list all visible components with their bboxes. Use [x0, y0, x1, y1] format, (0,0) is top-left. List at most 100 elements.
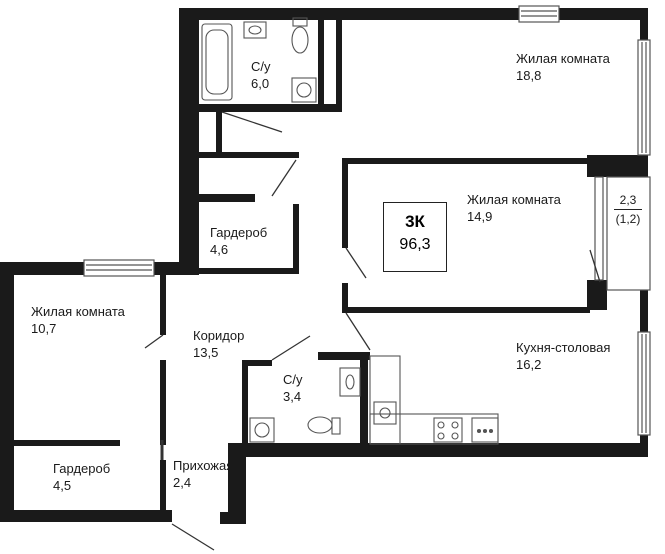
room-label-wardrobe1: Гардероб 4,6: [210, 224, 267, 258]
door-living3: [144, 334, 164, 349]
wall-exterior-left: [0, 262, 14, 520]
wall-bath2-top: [318, 352, 370, 360]
cooktop: [433, 417, 463, 443]
room-name: Гардероб: [210, 225, 268, 240]
apartment-type: 3К: [405, 212, 425, 231]
wall-right-lower: [640, 435, 648, 457]
room-label-kitchen: Кухня-столовая 16,2: [516, 339, 610, 373]
wall-left-wing-top: [0, 262, 85, 275]
wall-bath-right-outer: [336, 8, 342, 108]
wall-exterior-top: [179, 8, 519, 20]
room-area: 2,4: [173, 475, 192, 490]
balcony-label: 2,3 (1,2): [610, 192, 646, 227]
wall-hall-left: [160, 360, 166, 445]
door-kitchen: [345, 312, 371, 351]
wall-wardrobe1-right: [293, 204, 299, 274]
wall-right-pier-1: [587, 155, 648, 177]
wall-wardrobe2-top: [14, 440, 120, 446]
balcony-door: [594, 176, 604, 281]
wall-bath-top: [318, 8, 342, 18]
wall-living2-left: [342, 158, 348, 248]
wall-exterior-top-right: [558, 8, 648, 20]
room-area: 10,7: [31, 321, 57, 336]
wall-bath2-right: [360, 352, 368, 448]
room-label-living1: Жилая комната 18,8: [516, 50, 610, 84]
room-area: 4,5: [53, 478, 72, 493]
bathtub-inner: [205, 29, 229, 95]
room-label-bath2: С/у 3,4: [283, 371, 303, 405]
wall-living2-top: [342, 158, 590, 164]
wall-left-wing-top-right: [153, 262, 199, 275]
room-area: 16,2: [516, 357, 542, 372]
apartment-badge: 3К 96,3: [383, 202, 447, 272]
washer-bath1: [291, 77, 317, 103]
doors: [144, 111, 601, 551]
fixtures: [201, 17, 499, 445]
room-area: 6,0: [251, 76, 270, 91]
room-name: Жилая комната: [516, 51, 610, 66]
balcony-outline: [606, 176, 651, 291]
room-area: 14,9: [467, 209, 493, 224]
door-balcony: [589, 249, 601, 283]
toilet-tank-bath1: [292, 17, 308, 27]
door-entrance: [171, 523, 215, 551]
wall-right-upper: [640, 8, 648, 40]
wall-living3-right: [160, 275, 166, 335]
room-area: 4,6: [210, 242, 229, 257]
wall-hall-left-lower: [160, 460, 166, 522]
wall-wardrobe-door-jamb: [216, 112, 222, 152]
washer-bath2: [249, 417, 275, 443]
walls: [0, 8, 648, 524]
toilet-bath2: [307, 416, 333, 434]
wall-wardrobe1-top: [199, 194, 255, 202]
room-area: 3,4: [283, 389, 302, 404]
room-label-wardrobe2: Гардероб 4,5: [53, 460, 110, 494]
room-label-living3: Жилая комната 10,7: [31, 303, 125, 337]
room-label-living2: Жилая комната 14,9: [467, 191, 561, 225]
room-name: Кухня-столовая: [516, 340, 611, 355]
wall-wardrobe1-bottom: [199, 268, 299, 274]
window-living1: [637, 39, 651, 156]
room-area: 13,5: [193, 345, 219, 360]
kitchen-counter-left: [369, 355, 401, 445]
wall-bath-bottom: [199, 104, 342, 112]
door-living2: [345, 247, 367, 279]
wall-corridor-top: [199, 152, 299, 158]
wall-exterior-bottom-right: [242, 443, 642, 457]
wall-exterior-left-upper: [179, 8, 199, 272]
window-top: [518, 5, 560, 23]
balcony-area-reduced: (1,2): [615, 212, 641, 226]
room-name: Прихожая: [173, 458, 234, 473]
bathtub: [201, 23, 233, 101]
sink-bath2: [339, 367, 361, 397]
room-name: С/у: [283, 372, 303, 387]
room-name: Жилая комната: [467, 192, 561, 207]
balcony-area: 2,3: [619, 193, 637, 207]
door-bath2: [271, 335, 311, 361]
oven: [471, 417, 499, 443]
room-label-bath1: С/у 6,0: [251, 58, 271, 92]
toilet-bath1: [291, 26, 309, 54]
window-living3: [83, 259, 155, 277]
room-name: С/у: [251, 59, 271, 74]
window-kitchen: [637, 331, 651, 436]
kitchen-sink: [373, 401, 397, 425]
door-bath1: [221, 111, 283, 133]
door-wardrobe1: [271, 159, 297, 197]
room-name: Гардероб: [53, 461, 111, 476]
room-name: Жилая комната: [31, 304, 125, 319]
wall-right-mid: [640, 290, 648, 332]
wall-entrance-stub: [220, 512, 246, 524]
balcony-divider: [614, 209, 642, 210]
apartment-total-area: 96,3: [399, 236, 431, 253]
room-label-hall: Прихожая 2,4: [173, 457, 233, 491]
wall-living2-bottom: [342, 307, 590, 313]
sink-bath1: [243, 21, 267, 39]
wall-living2-left-lower: [342, 283, 348, 313]
wall-bath2-left: [242, 360, 248, 448]
room-area: 18,8: [516, 68, 542, 83]
wall-bath2-top-left: [242, 360, 272, 366]
room-label-corridor: Коридор 13,5: [193, 327, 244, 361]
wall-bath-right: [318, 8, 324, 108]
